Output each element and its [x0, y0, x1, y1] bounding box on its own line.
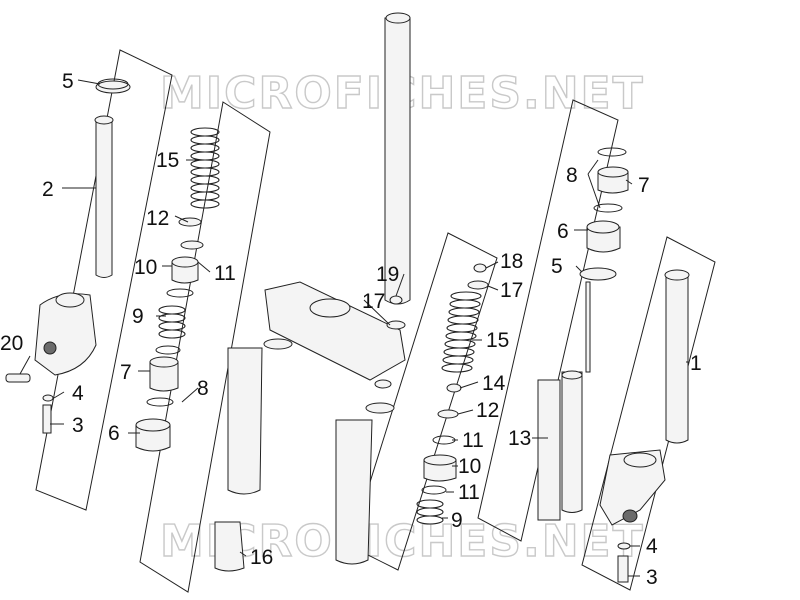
- left-spring-assembly: [135, 127, 220, 452]
- callout-11: 11: [462, 429, 484, 452]
- callout-1: 1: [690, 352, 702, 375]
- callout-17: 17: [362, 290, 385, 313]
- callout-8: 8: [197, 377, 209, 400]
- callout-18: 18: [500, 250, 523, 273]
- callout-7: 7: [120, 361, 132, 384]
- callout-5: 5: [62, 70, 74, 93]
- callout-14: 14: [482, 372, 506, 395]
- callout-11: 11: [214, 262, 236, 285]
- right-fork-assembly: [599, 269, 690, 583]
- callout-12: 12: [476, 399, 499, 422]
- left-fork-assembly: [5, 78, 131, 434]
- callout-10: 10: [134, 256, 157, 279]
- callout-10: 10: [458, 455, 481, 478]
- callout-3: 3: [72, 414, 84, 437]
- callout-7: 7: [638, 174, 650, 197]
- callout-20: 20: [0, 332, 23, 355]
- callout-8: 8: [566, 164, 578, 187]
- leader-lines: [19, 79, 688, 577]
- callout-17: 17: [500, 279, 523, 302]
- callout-16: 16: [250, 546, 273, 569]
- callout-5: 5: [551, 255, 563, 278]
- callout-4: 4: [72, 382, 84, 405]
- callout-2: 2: [42, 178, 54, 201]
- callout-15: 15: [156, 149, 179, 172]
- damper-rod-assembly: [537, 147, 629, 521]
- callout-15: 15: [486, 329, 509, 352]
- steering-stem-assembly: [214, 12, 411, 572]
- callout-13: 13: [508, 427, 531, 450]
- callout-9: 9: [451, 509, 463, 532]
- callout-6: 6: [557, 220, 569, 243]
- callout-6: 6: [108, 422, 120, 445]
- right-spring-assembly: [416, 263, 489, 525]
- callout-19: 19: [376, 263, 399, 286]
- callout-9: 9: [132, 305, 144, 328]
- callout-labels: 1 2 3 3 4 4 5 5 6 6 7 7 8 8 9 9 10 10 11…: [0, 70, 702, 589]
- callout-11: 11: [458, 481, 480, 504]
- callout-3: 3: [646, 566, 658, 589]
- callout-4: 4: [646, 535, 658, 558]
- callout-12: 12: [146, 207, 169, 230]
